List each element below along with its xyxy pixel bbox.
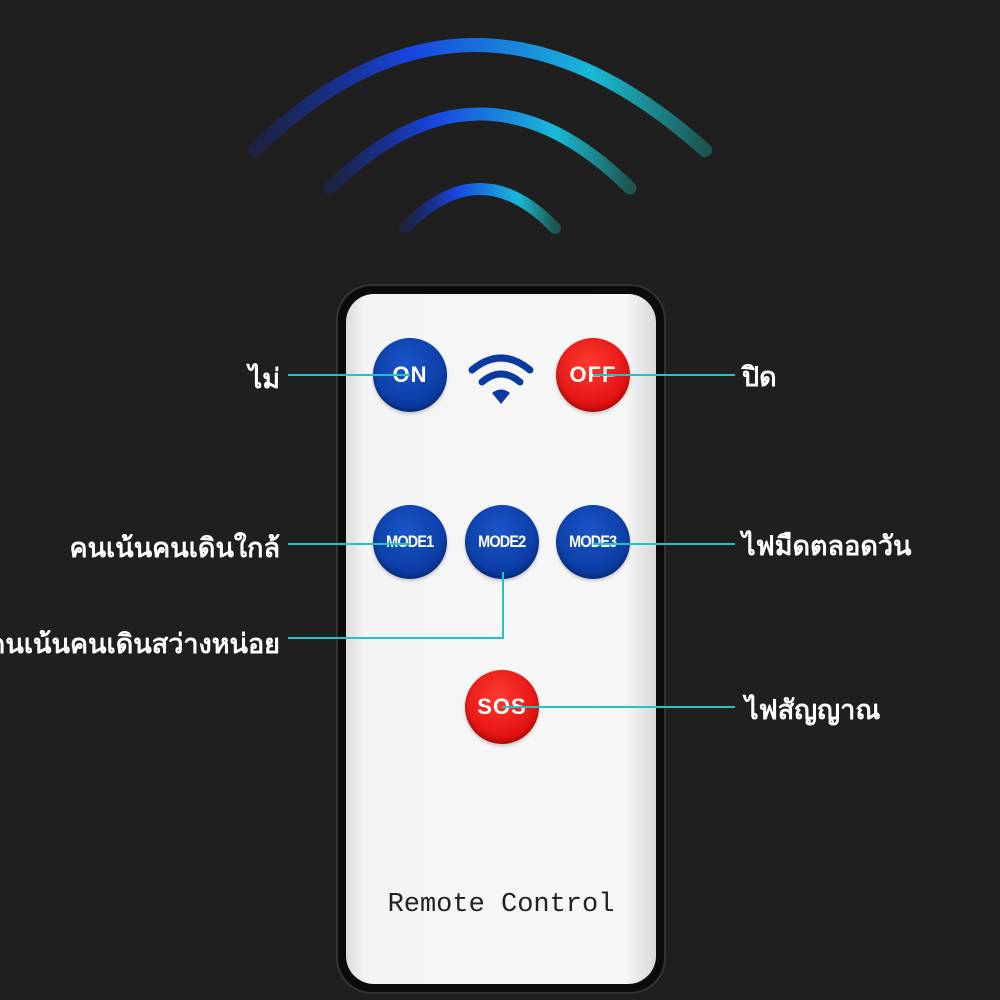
label-mode2: คนเน้นคนเดินสว่างหน่อย (0, 629, 280, 659)
mode2-button[interactable]: MODE2 (465, 505, 539, 579)
callout-line-mode3 (593, 543, 735, 545)
callout-line-mode2-vertical (502, 572, 504, 639)
mode1-button-label: MODE1 (386, 532, 434, 551)
remote-caption: Remote Control (387, 890, 615, 920)
mode3-button-label: MODE3 (569, 532, 617, 551)
label-off: ปิด (742, 362, 777, 392)
label-sos: ไฟสัญญาณ (745, 695, 881, 725)
label-on: ไม่ (248, 364, 280, 394)
callout-line-on (288, 374, 410, 376)
callout-line-off (593, 374, 735, 376)
label-mode3: ไฟมืดตลอดวัน (742, 531, 912, 561)
label-mode1: คนเน้นคนเดินใกล้ (69, 533, 280, 563)
mode2-button-label: MODE2 (478, 532, 526, 551)
callout-line-mode2 (288, 637, 504, 639)
mode1-button[interactable]: MODE1 (373, 505, 447, 579)
wifi-icon (468, 354, 534, 404)
mode3-button[interactable]: MODE3 (556, 505, 630, 579)
signal-waves-icon (248, 38, 712, 234)
callout-line-mode1 (288, 543, 410, 545)
callout-line-sos (502, 706, 735, 708)
